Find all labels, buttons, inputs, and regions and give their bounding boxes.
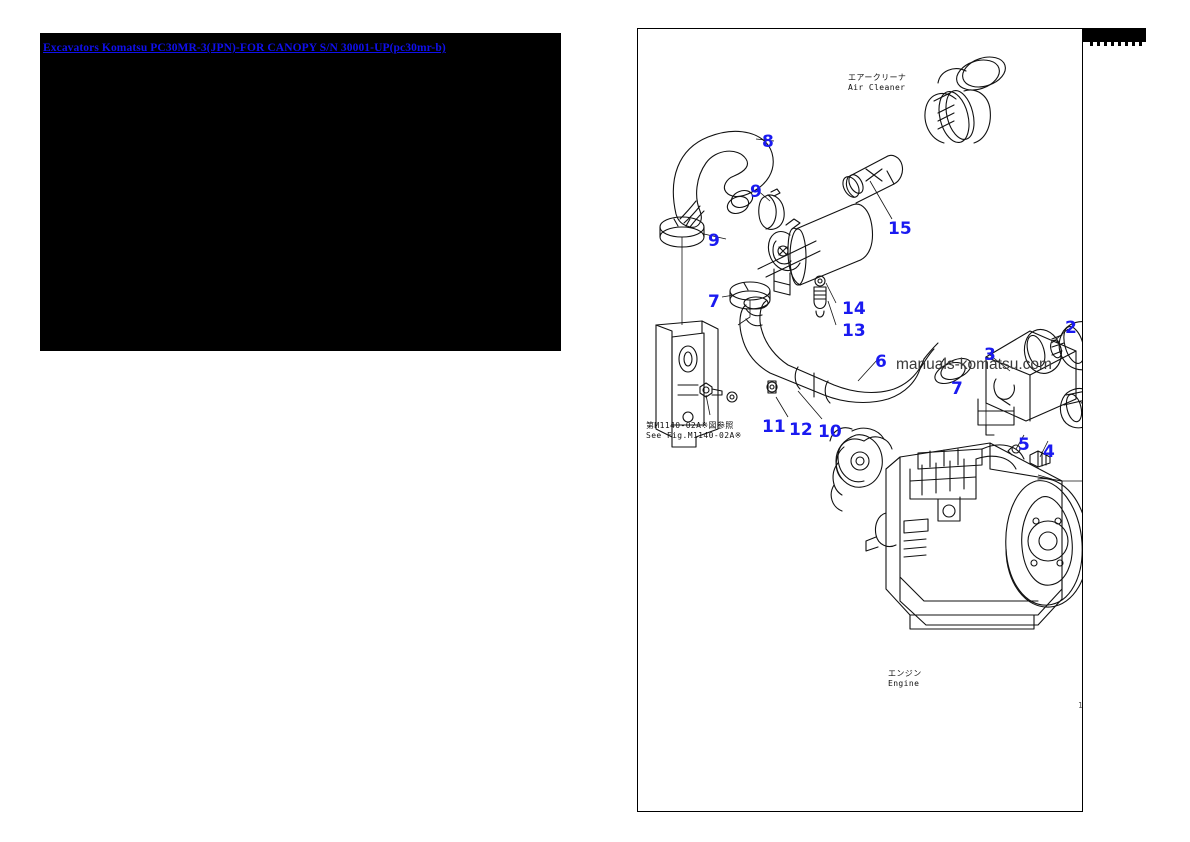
- diagram-scan-tick-marks: [1090, 42, 1146, 46]
- drawing-number: 10071325: [1078, 701, 1082, 710]
- callout-number-5: 5: [1018, 435, 1030, 455]
- callout-number-9: 9: [750, 182, 762, 202]
- parts-diagram-drawing: [655, 56, 1082, 630]
- callout-number-11: 11: [762, 417, 786, 437]
- site-watermark: manuals-komatsu.com: [896, 356, 1052, 373]
- caption-engine-en: Engine: [888, 679, 920, 688]
- caption-air-cleaner-jp: エアークリーナ: [848, 73, 907, 82]
- document-title-link[interactable]: Excavators Komatsu PC30MR-3(JPN)-FOR CAN…: [43, 42, 446, 54]
- callout-number-7: 7: [951, 379, 963, 399]
- callout-number-12: 12: [789, 420, 813, 440]
- callout-number-2: 2: [1065, 318, 1077, 338]
- callout-number-13: 13: [842, 321, 866, 341]
- callout-number-8: 8: [762, 132, 774, 152]
- caption-air-cleaner-en: Air Cleaner: [848, 83, 906, 92]
- caption-see-fig-en: See Fig.M1140-02A※: [646, 431, 742, 440]
- parts-diagram-panel: エアークリーナ Air Cleaner 第M1140-02A※図参照 See F…: [637, 28, 1083, 812]
- callout-number-10: 10: [818, 422, 842, 442]
- callout-number-3: 3: [984, 345, 996, 365]
- caption-see-fig-reference: 第M1140-02A※図参照 See Fig.M1140-02A※: [646, 421, 742, 441]
- caption-see-fig-jp: 第M1140-02A※図参照: [646, 421, 734, 430]
- callout-number-15: 15: [888, 219, 912, 239]
- caption-air-cleaner: エアークリーナ Air Cleaner: [848, 73, 906, 93]
- document-preview-block: Excavators Komatsu PC30MR-3(JPN)-FOR CAN…: [40, 33, 561, 351]
- callout-number-6: 6: [875, 352, 887, 372]
- callout-number-14: 14: [842, 299, 866, 319]
- callout-number-4: 4: [1043, 442, 1055, 462]
- caption-engine-jp: エンジン: [888, 669, 922, 678]
- callout-number-9: 9: [708, 231, 720, 251]
- callout-number-7: 7: [708, 292, 720, 312]
- caption-engine: エンジン Engine: [888, 669, 922, 689]
